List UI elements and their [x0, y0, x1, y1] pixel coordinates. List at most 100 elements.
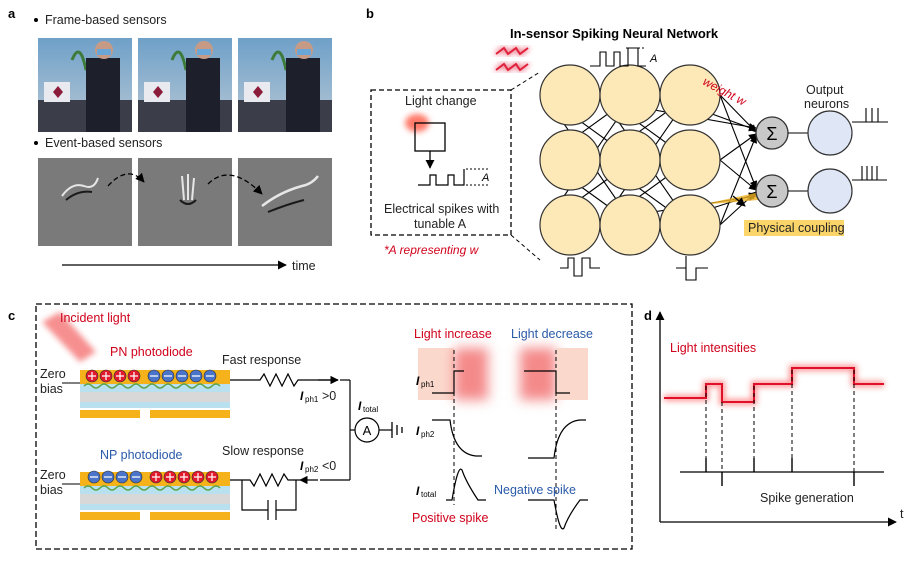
neuron: [599, 129, 661, 191]
positive-spike-label: Positive spike: [412, 511, 488, 525]
neuron: [599, 64, 661, 126]
neuron: [659, 194, 721, 256]
wave-iph1-subscript: ph1: [421, 380, 435, 389]
positive-spike-wave: [446, 468, 486, 501]
iph1-condition: >0: [322, 389, 336, 403]
inset-connector-bottom: [510, 234, 541, 261]
physical-coupling-badge: [744, 220, 844, 236]
ground-icon: [391, 422, 403, 438]
output-neuron-1: [807, 110, 853, 156]
spike-train-bottom-right: [676, 256, 708, 281]
slow-response-label: Slow response: [222, 444, 304, 458]
neuron: [659, 64, 721, 126]
event-guides: [705, 370, 855, 486]
iph2-subscript: ph2: [305, 465, 319, 474]
post-light-region: [556, 348, 588, 400]
wave-itotal-subscript: total: [421, 490, 436, 499]
neuron: [539, 129, 601, 191]
light-region-decrease: [520, 348, 556, 400]
output-neuron-2: [807, 168, 853, 214]
inset-connector-top: [510, 71, 541, 91]
spike-caption-1: Electrical spikes with: [384, 202, 499, 216]
event-image-3: [238, 158, 332, 246]
iph1-symbol: I: [300, 389, 304, 403]
fast-response-label: Fast response: [222, 353, 301, 367]
wave-iph2-symbol: I: [416, 424, 420, 438]
spike-caption-2: tunable A: [414, 217, 467, 231]
incident-light-icon: [42, 312, 96, 362]
panel-d: d t Light intensities Spike generation: [644, 308, 904, 527]
incident-light-label: Incident light: [60, 311, 131, 325]
capacitor-icon: [241, 480, 297, 520]
panel-b-letter: b: [366, 6, 374, 21]
incoming-light-icon: [495, 46, 529, 72]
panel-c: c Incident light PN photodiode: [8, 303, 633, 550]
coupling-highlight: [700, 192, 760, 205]
output-neurons-label-2: neurons: [804, 97, 849, 111]
zero-bias-label-2b: bias: [40, 483, 63, 497]
neuron: [539, 194, 601, 256]
resistor-2: [230, 472, 300, 488]
event-image-2: [138, 158, 232, 246]
neuron-grid: [539, 64, 721, 256]
light-region-increase: [454, 348, 488, 400]
wave-itotal-symbol: I: [416, 484, 420, 498]
frame-image-3: [238, 38, 332, 132]
pn-photodiode-label: PN photodiode: [110, 345, 193, 359]
np-photodiode-label: NP photodiode: [100, 448, 183, 462]
iph2-condition: <0: [322, 459, 336, 473]
panel-c-letter: c: [8, 308, 15, 323]
panel-c-frame: [35, 303, 633, 550]
spike-marks: [705, 458, 855, 486]
time-label: time: [292, 259, 316, 273]
resistor-1: [230, 372, 338, 388]
panel-a-letter: a: [8, 6, 16, 21]
bullet-icon: [34, 18, 38, 22]
input-spike-train-top: [590, 47, 646, 67]
a-representing-w-note: *A representing w: [384, 243, 480, 257]
output-spike-train-1: [852, 108, 888, 123]
neuron: [659, 129, 721, 191]
light-change-inset: [370, 89, 512, 236]
top-amp-label: A: [649, 53, 657, 65]
iph2-wave-increase: [432, 419, 482, 457]
light-change-label: Light change: [405, 94, 477, 108]
itotal-symbol: I: [358, 399, 362, 413]
event-image-1: [38, 158, 132, 246]
panel-d-letter: d: [644, 308, 652, 323]
negative-spike-label: Negative spike: [494, 483, 576, 497]
t-axis-label: t: [900, 507, 904, 521]
sum-symbol-1: Σ: [766, 124, 777, 144]
bullet-icon: [34, 141, 38, 145]
pre-light-region-1: [418, 348, 454, 400]
light-increase-label: Light increase: [414, 327, 492, 341]
panel-a: a Frame-based sensors: [8, 6, 332, 273]
light-intensities-label: Light intensities: [670, 341, 756, 355]
ammeter-symbol: A: [363, 423, 372, 438]
iph2-wave-decrease: [528, 419, 586, 459]
spike-generation-label: Spike generation: [760, 491, 854, 505]
zero-bias-label-1a: Zero: [40, 367, 66, 381]
zero-bias-label-2a: Zero: [40, 468, 66, 482]
sum-symbol-2: Σ: [766, 182, 777, 202]
frame-image-2: [138, 38, 232, 132]
itotal-subscript: total: [363, 405, 378, 414]
wave-iph2-subscript: ph2: [421, 430, 435, 439]
pn-photodiode: [80, 369, 230, 418]
panel-b: b In-sensor Spiking Neural Network Light…: [366, 6, 888, 281]
event-sensors-label: Event-based sensors: [45, 136, 162, 150]
wave-iph1-symbol: I: [416, 374, 420, 388]
snn-title: In-sensor Spiking Neural Network: [510, 26, 719, 41]
spike-train-bottom-left: [560, 257, 600, 277]
zero-bias-label-1b: bias: [40, 382, 63, 396]
light-decrease-label: Light decrease: [511, 327, 593, 341]
negative-spike-wave: [528, 499, 588, 530]
frame-sensors-label: Frame-based sensors: [45, 13, 167, 27]
dashed-arrow-1: [107, 172, 145, 187]
physical-coupling-label: Physical coupling: [748, 221, 845, 235]
iph2-symbol: I: [300, 459, 304, 473]
iph1-subscript: ph1: [305, 395, 319, 404]
dashed-arrow-2: [207, 174, 263, 195]
coupling-arrow: [732, 195, 746, 207]
